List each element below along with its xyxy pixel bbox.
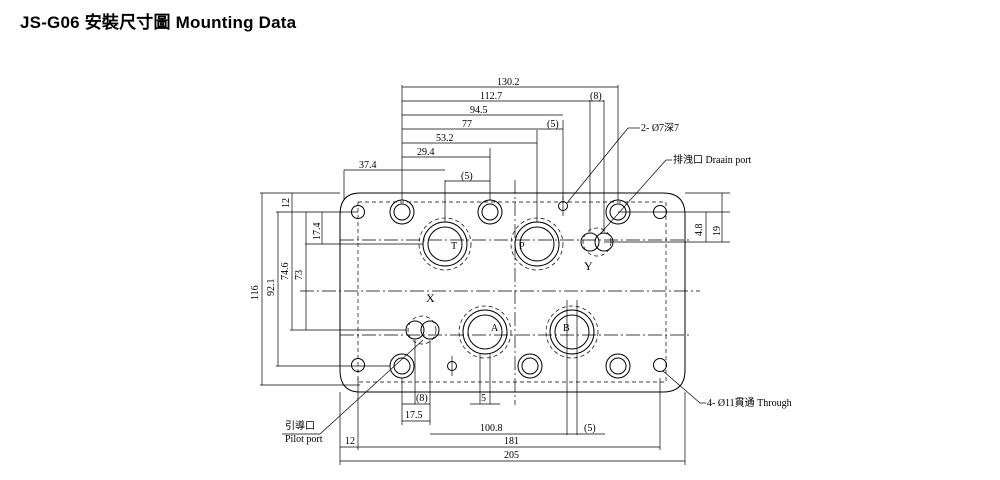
dim-5-bottom-b: (5)	[584, 423, 596, 434]
callout-pilot-port-cn: 引導口	[285, 419, 315, 432]
top-dimension-lines	[343, 85, 619, 232]
dim-5-top: (5)	[547, 119, 559, 130]
dim-19: 19	[712, 226, 723, 236]
dim-92-1: 92.1	[266, 279, 277, 297]
dim-37-4: 37.4	[359, 160, 377, 171]
through-hole-br	[653, 358, 667, 372]
callout-drain-port: 排洩口 Draain port	[673, 153, 752, 166]
dim-17-4: 17.4	[312, 223, 323, 241]
dim-116: 116	[250, 285, 261, 300]
page-title: JS-G06 安裝尺寸圖 Mounting Data	[20, 13, 297, 32]
dim-8-bottom: (8)	[416, 393, 428, 404]
dim-29-4: 29.4	[417, 147, 435, 158]
plate-outline	[339, 192, 686, 393]
pin-holes	[447, 196, 568, 376]
dim-12-left: 12	[281, 198, 292, 208]
dim-94-5: 94.5	[470, 105, 488, 116]
port-t	[418, 217, 472, 271]
leader-lines	[282, 127, 706, 435]
port-label-p: P	[519, 241, 525, 252]
dim-112-7: 112.7	[480, 91, 502, 102]
callout-pilot-port-en: Pilot port	[285, 434, 323, 445]
dim-8-top: (8)	[590, 91, 602, 102]
dim-17-5: 17.5	[405, 410, 423, 421]
callout-through-holes: 4- Ø11貫通 Through	[707, 397, 792, 409]
dim-73: 73	[294, 270, 305, 280]
port-a	[458, 305, 512, 359]
dim-5-top-b: (5)	[461, 171, 473, 182]
dim-181: 181	[504, 436, 519, 447]
port-label-b: B	[563, 323, 570, 334]
bottom-dimension-lines	[339, 300, 686, 465]
through-hole-bl	[351, 358, 365, 372]
port-label-a: A	[491, 323, 499, 334]
dim-205: 205	[504, 450, 519, 461]
dim-4-8: 4.8	[694, 224, 705, 237]
dim-5-bottom: 5	[481, 393, 486, 404]
dim-77: 77	[462, 119, 472, 130]
port-label-t: T	[451, 241, 457, 252]
right-dimension-lines	[604, 192, 730, 243]
callout-pin-hole: 2- Ø7深7	[641, 122, 679, 134]
port-label-y: Y	[584, 259, 593, 273]
dim-53-2: 53.2	[436, 133, 454, 144]
dim-12-bottom: 12	[345, 436, 355, 447]
port-label-x: X	[426, 291, 435, 305]
port-b	[545, 305, 599, 359]
dim-74-6: 74.6	[280, 263, 291, 281]
dim-130-2: 130.2	[497, 77, 520, 88]
valve-body-outline	[357, 201, 667, 383]
port-x	[405, 315, 440, 345]
left-dimension-lines	[260, 192, 423, 386]
dim-100-8: 100.8	[480, 423, 503, 434]
